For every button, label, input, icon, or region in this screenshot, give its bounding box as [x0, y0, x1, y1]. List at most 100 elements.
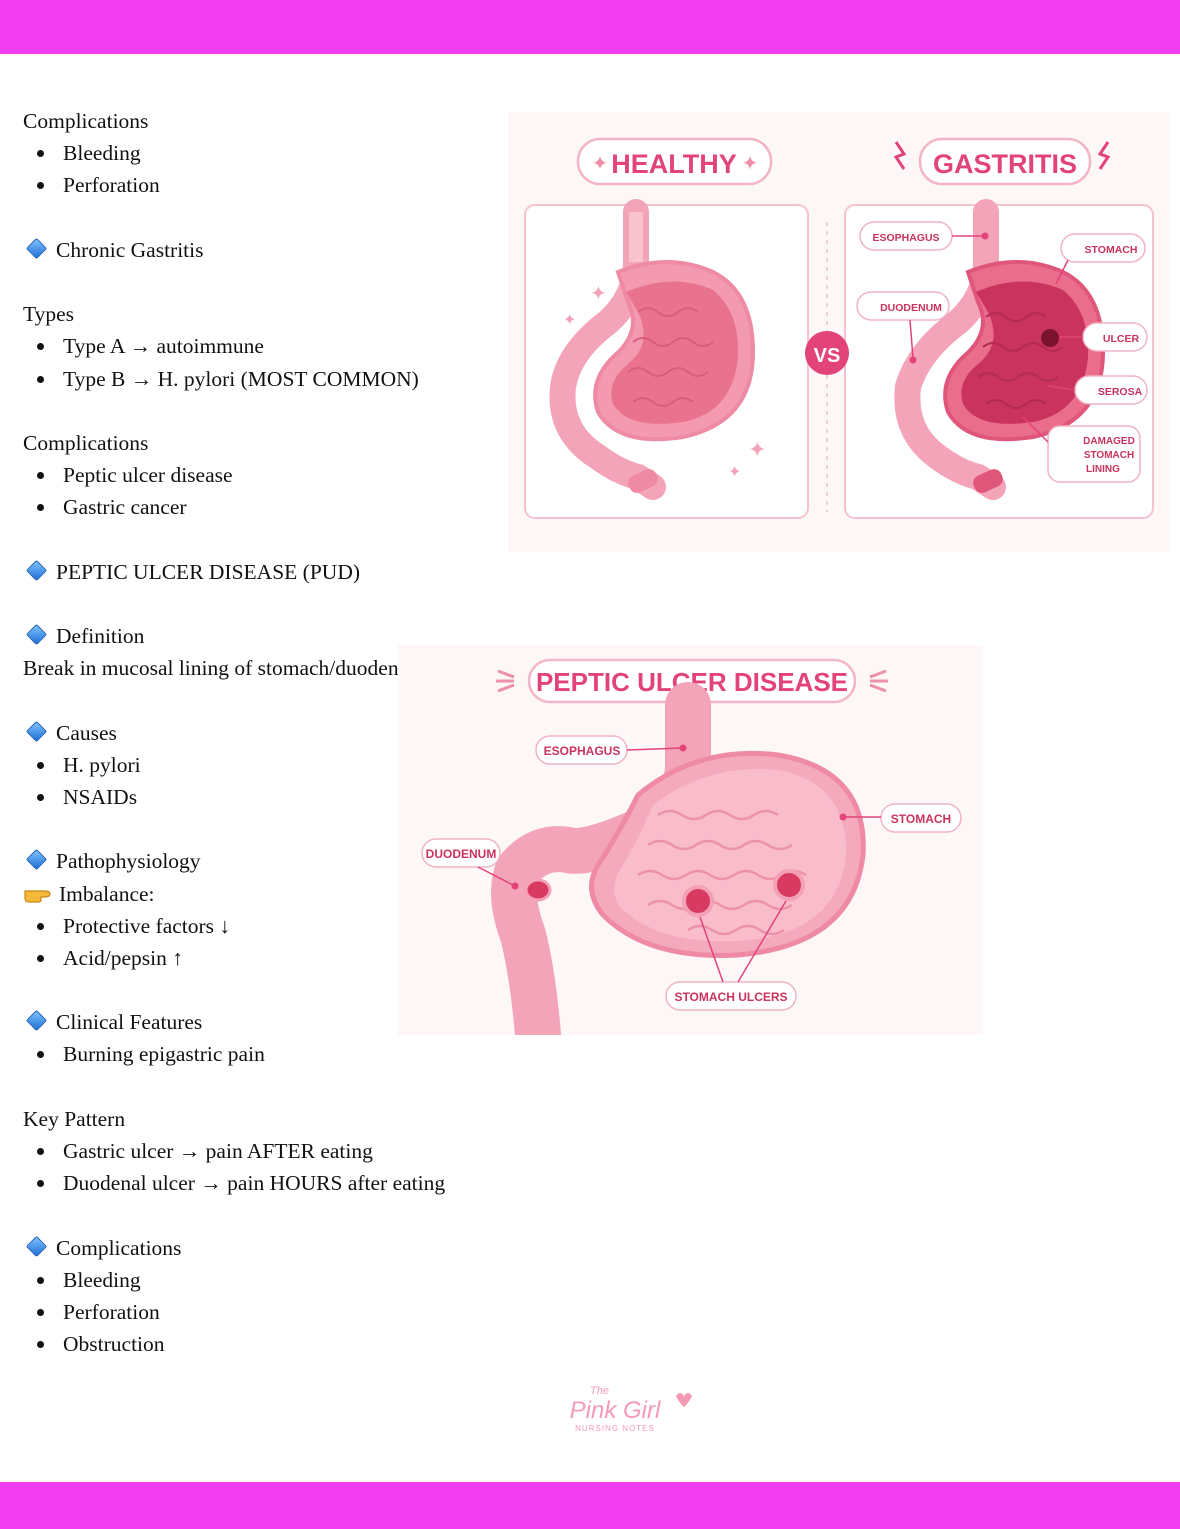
blue-diamond-icon — [25, 237, 48, 259]
list-item: Obstruction — [23, 1328, 543, 1360]
pointing-hand-icon — [23, 880, 53, 912]
label-damaged-2: STOMACH — [1084, 450, 1134, 461]
list-item: Peptic ulcer disease — [23, 459, 543, 491]
ulcer-spot — [682, 885, 714, 917]
note-text: Perforation — [63, 1299, 160, 1324]
sparkle-icon: ✦ — [728, 464, 741, 481]
bottom-banner — [0, 1482, 1180, 1529]
vs-label: VS — [814, 345, 841, 367]
sparkle-icon: ✦ — [590, 283, 607, 305]
sparkle-icon: ✦ — [748, 437, 766, 462]
heart-icon — [676, 1393, 692, 1407]
note-text: Key Pattern — [23, 1106, 126, 1131]
ulcer-spot — [524, 878, 552, 902]
spacer — [23, 395, 543, 427]
blue-diamond-icon — [25, 623, 48, 646]
note-text: Gastric ulcer → pain AFTER eating — [63, 1139, 373, 1163]
note-text: Peptic ulcer disease — [63, 463, 233, 488]
list-item: Acid/pepsin ↑ — [23, 942, 543, 974]
list-item: Bleeding — [23, 1264, 543, 1296]
note-text: Obstruction — [63, 1332, 165, 1357]
label-stomach-ulcers: STOMACH ULCERS — [674, 990, 787, 1004]
spacer — [23, 202, 543, 234]
blue-diamond-icon — [25, 849, 48, 871]
blue-diamond-icon — [25, 1235, 48, 1257]
vs-badge — [805, 331, 849, 375]
sparkle-icon: ✦ — [742, 153, 759, 175]
ulcer-spot — [1041, 329, 1059, 347]
note-text: Type B → H. pylori (MOST COMMON) — [63, 366, 419, 391]
ulcer-spot — [773, 869, 805, 901]
list-item: Duodenal ulcer → pain HOURS after eating — [23, 1167, 543, 1199]
sparkle-icon: ✦ — [592, 153, 609, 175]
note-text: PEPTIC ULCER DISEASE (PUD) — [56, 559, 361, 584]
spacer — [23, 266, 543, 298]
list-item: H. pylori — [23, 749, 543, 781]
note-text: Causes — [56, 720, 117, 745]
list-item: Perforation — [23, 169, 543, 201]
note-text: H. pylori — [63, 752, 141, 777]
gastritis-title: GASTRITIS — [933, 149, 1077, 179]
blue-diamond-icon — [25, 1010, 48, 1032]
section-heading: Causes — [23, 717, 543, 749]
pud-labels: ESOPHAGUS STOMACH DUODENUM STOMACH ULCER… — [421, 735, 962, 1011]
list-item: Bleeding — [23, 137, 543, 169]
healthy-title: HEALTHY — [611, 149, 737, 179]
heading: Types — [23, 298, 543, 330]
note-text: Gastric cancer — [63, 495, 187, 520]
note-text: Bleeding — [63, 141, 141, 166]
list-item: Perforation — [23, 1296, 543, 1328]
note-text: Pathophysiology — [56, 849, 201, 874]
blue-diamond-icon — [25, 720, 48, 742]
list-item: Gastric ulcer → pain AFTER eating — [23, 1135, 543, 1167]
svg-text:Pink Girl: Pink Girl — [570, 1397, 661, 1424]
note-text: Clinical Features — [56, 1010, 203, 1035]
label-esophagus: ESOPHAGUS — [544, 744, 621, 758]
label-duodenum: DUODENUM — [880, 302, 942, 314]
section-heading: Clinical Features — [23, 1006, 543, 1038]
note-text: Imbalance: — [59, 881, 155, 906]
section-heading: Chronic Gastritis — [23, 234, 543, 266]
lightning-icon — [1097, 141, 1111, 170]
list-item: Type A → autoimmune — [23, 330, 543, 362]
note-text: Acid/pepsin ↑ — [63, 945, 184, 970]
section-heading: PEPTIC ULCER DISEASE (PUD) — [23, 556, 543, 588]
gastritis-title-pill — [918, 137, 1092, 186]
label-duodenum: DUODENUM — [426, 847, 497, 861]
label-esophagus: ESOPHAGUS — [872, 232, 939, 244]
note-text: Type A → autoimmune — [63, 334, 264, 359]
spacer — [23, 588, 543, 620]
note-text: Protective factors ↓ — [63, 913, 231, 938]
spacer — [23, 523, 543, 555]
healthy-stomach-illustration: ✦ ✦ ✦ ✦ — [549, 199, 766, 500]
gastritis-stomach-illustration — [894, 199, 1106, 500]
note-text: Complications — [23, 430, 149, 455]
note-text: Chronic Gastritis — [56, 237, 204, 262]
peptic-ulcer-figure: PEPTIC ULCER DISEASE ESOPHAGUS STOMACH D… — [398, 645, 983, 1058]
heading: Complications — [23, 427, 543, 459]
svg-text:The: The — [590, 1385, 609, 1397]
label-damaged-1: DAMAGED — [1083, 436, 1135, 447]
healthy-vs-gastritis-figure: HEALTHY ✦ ✦ GASTRITIS ✦ ✦ ✦ ✦ VS — [508, 112, 1170, 552]
list-item: Protective factors ↓ — [23, 910, 543, 942]
label-damaged-3: LINING — [1086, 464, 1120, 475]
note-text: Complications — [23, 109, 149, 133]
heading: Complications — [23, 105, 543, 137]
note-text: Bleeding — [63, 1267, 141, 1292]
note-text: Complications — [56, 1235, 182, 1260]
spacer — [23, 1071, 543, 1103]
gastritis-labels: ESOPHAGUS STOMACH DUODENUM ULCER SEROSA … — [856, 221, 1148, 483]
section-heading: Complications — [23, 1232, 543, 1264]
note-text: Break in mucosal lining of stomach/duode… — [23, 656, 427, 681]
heading: Break in mucosal lining of stomach/duode… — [23, 652, 543, 684]
svg-text:NURSING NOTES: NURSING NOTES — [575, 1424, 655, 1433]
heading: Key Pattern — [23, 1103, 543, 1135]
note-text: Types — [23, 302, 75, 327]
pointer-line: Imbalance: — [23, 878, 543, 910]
healthy-title-pill — [576, 137, 773, 186]
sparkle-icon: ✦ — [563, 312, 576, 329]
label-stomach: STOMACH — [891, 812, 951, 826]
list-item: NSAIDs — [23, 781, 543, 813]
spacer — [23, 1199, 543, 1231]
